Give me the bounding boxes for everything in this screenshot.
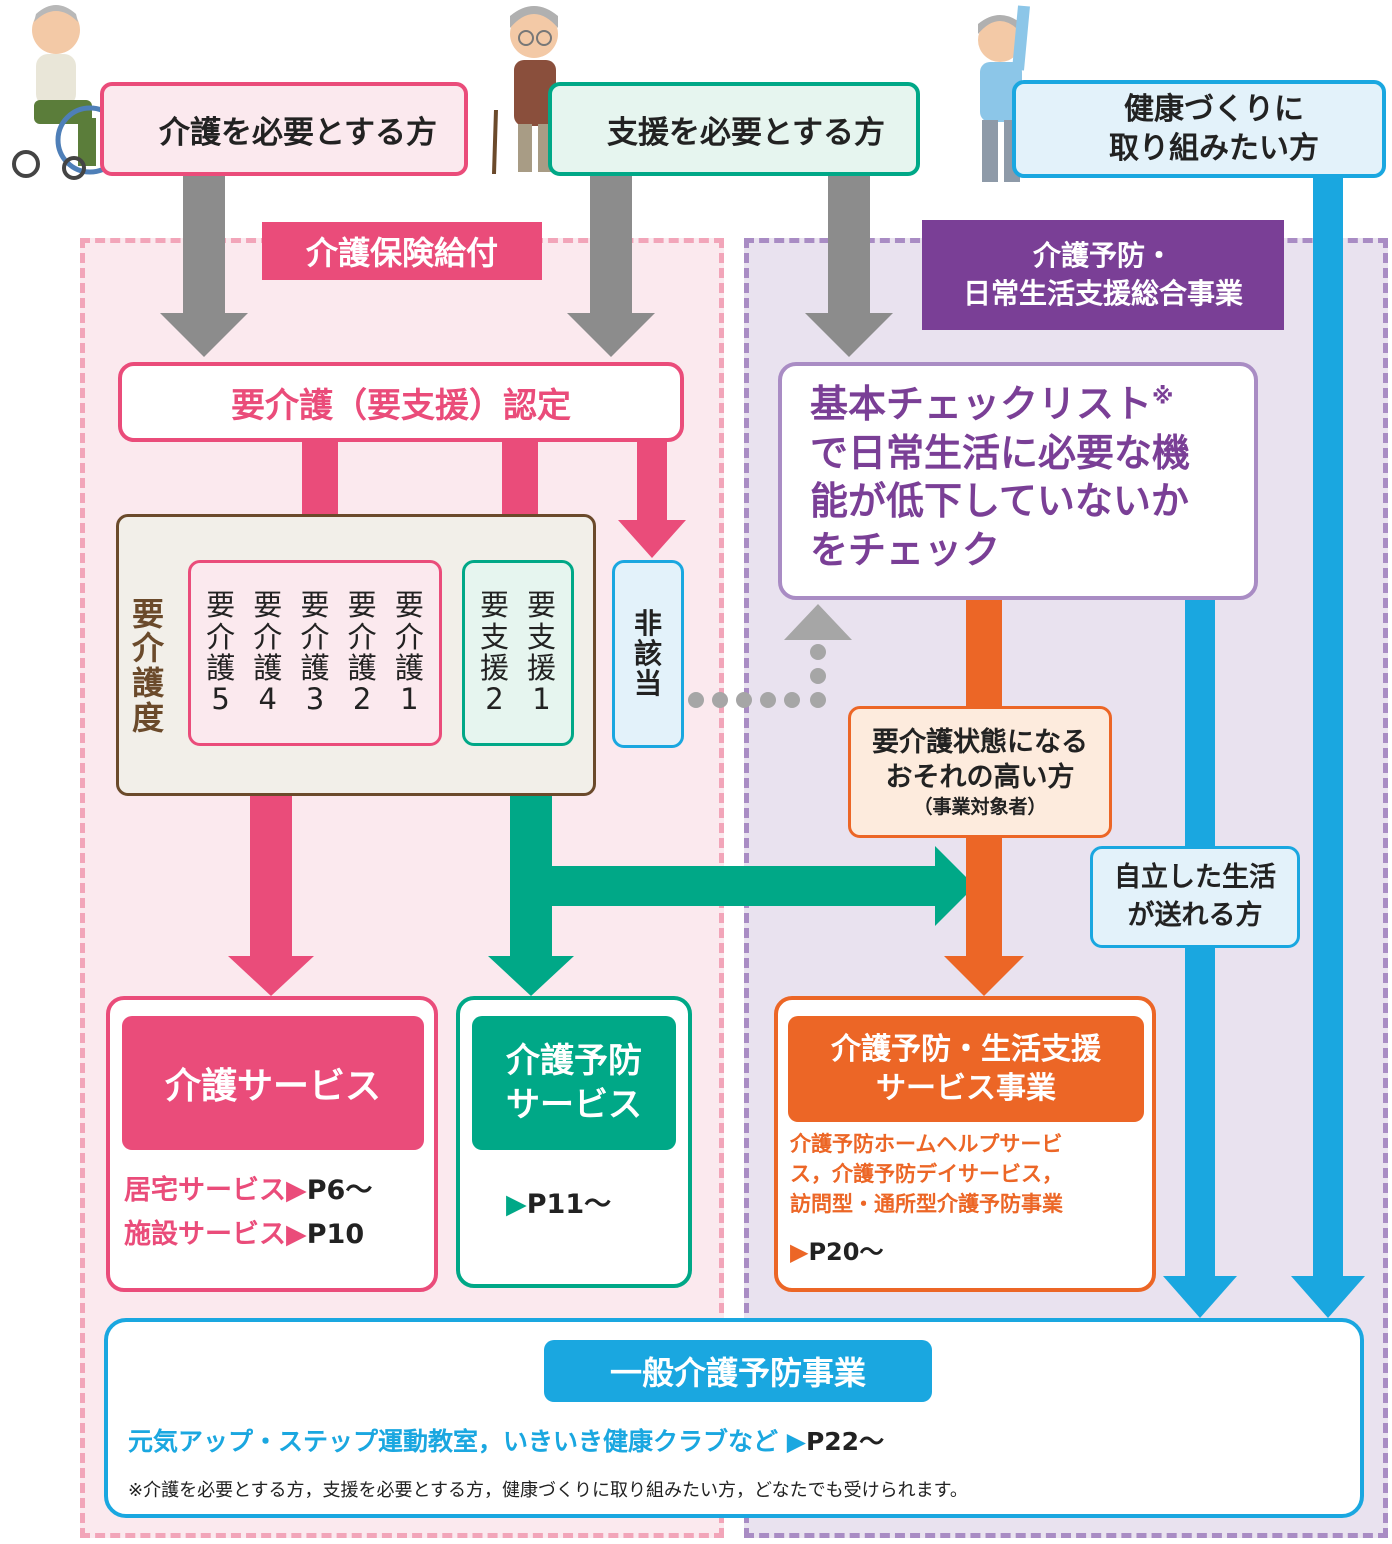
general-prevention-note: ※介護を必要とする方，支援を必要とする方，健康づくりに取り組みたい方，どなたでも… xyxy=(128,1480,968,1501)
triangle-marker-icon: ▶ xyxy=(286,1219,307,1250)
high-risk-note: （事業対象者） xyxy=(913,795,1047,818)
facility-service-row: 施設サービス▶P10 xyxy=(124,1219,365,1250)
life-support-box: 介護予防・生活支援 サービス事業 介護予防ホームヘルプサービ ス，介護予防デイサ… xyxy=(774,996,1156,1292)
prevention-service-title: 介護予防 サービス xyxy=(472,1016,676,1150)
general-prevention-title: 一般介護予防事業 xyxy=(544,1340,932,1402)
health-promotion-line1: 健康づくりに xyxy=(1124,92,1304,127)
health-promotion-line2: 取り組みたい方 xyxy=(1109,131,1319,166)
general-program-label-line2: 日常生活支援総合事業 xyxy=(962,277,1243,310)
life-support-page: ▶P20～ xyxy=(790,1238,884,1266)
prevention-service-box: 介護予防 サービス ▶P11～ xyxy=(456,996,692,1288)
certification-label: 要介護（要支援）認定 xyxy=(231,385,571,426)
support-needed-label: 支援を必要とする方 xyxy=(606,114,886,151)
home-service-row: 居宅サービス▶P6～ xyxy=(124,1175,373,1206)
checklist-line3: 能が低下していないか xyxy=(810,479,1189,524)
exercising-person-icon xyxy=(978,5,1030,182)
high-risk-line2: おそれの高い方 xyxy=(885,761,1075,793)
care-level-title: 要 介 護 度 xyxy=(131,594,164,737)
support-needed-box: 支援を必要とする方 xyxy=(548,82,920,176)
triangle-marker-icon: ▶ xyxy=(790,1238,809,1266)
care-service-title: 介護サービス xyxy=(122,1016,424,1150)
care-needed-box: 介護を必要とする方 xyxy=(100,82,468,176)
life-support-title: 介護予防・生活支援 サービス事業 xyxy=(788,1016,1144,1122)
certification-box: 要介護（要支援）認定 xyxy=(118,362,684,442)
general-prevention-programs: 元気アップ・ステップ運動教室，いきいき健康クラブなど ▶P22～ xyxy=(128,1427,885,1456)
general-program-label-line1: 介護予防・ xyxy=(1032,239,1173,273)
general-program-label: 介護予防・ 日常生活支援総合事業 xyxy=(922,220,1284,330)
care-needed-label: 介護を必要とする方 xyxy=(158,114,438,151)
triangle-marker-icon: ▶ xyxy=(506,1189,527,1220)
health-promotion-box: 健康づくりに 取り組みたい方 xyxy=(1012,80,1386,178)
independent-box: 自立した生活 が送れる方 xyxy=(1090,846,1300,948)
triangle-marker-icon: ▶ xyxy=(786,1427,806,1456)
insurance-label: 介護保険給付 xyxy=(262,222,542,280)
checklist-line2: で日常生活に必要な機 xyxy=(810,430,1191,475)
checklist-mark: ※ xyxy=(1152,384,1174,410)
wheelchair-person-icon xyxy=(12,5,124,180)
not-applicable-box: 非 該 当 xyxy=(612,560,684,748)
independent-line2: が送れる方 xyxy=(1127,900,1263,931)
checklist-box: 基本チェックリスト※ で日常生活に必要な機 能が低下していないか をチェック xyxy=(778,362,1258,600)
checklist-line4: をチェック xyxy=(810,527,1001,572)
high-risk-box: 要介護状態になる おそれの高い方 （事業対象者） xyxy=(848,706,1112,838)
life-support-description: 介護予防ホームヘルプサービ ス，介護予防デイサービス， 訪問型・通所型介護予防事… xyxy=(790,1132,1063,1216)
care-service-box: 介護サービス 居宅サービス▶P6～ 施設サービス▶P10 xyxy=(106,996,438,1292)
general-prevention-box: 一般介護予防事業 元気アップ・ステップ運動教室，いきいき健康クラブなど ▶P22… xyxy=(104,1318,1364,1518)
prevention-service-page: ▶P11～ xyxy=(506,1189,612,1220)
checklist-line1: 基本チェックリスト※ xyxy=(810,382,1174,426)
independent-line1: 自立した生活 xyxy=(1114,862,1276,894)
triangle-marker-icon: ▶ xyxy=(286,1175,307,1206)
high-risk-line1: 要介護状態になる xyxy=(872,726,1088,758)
